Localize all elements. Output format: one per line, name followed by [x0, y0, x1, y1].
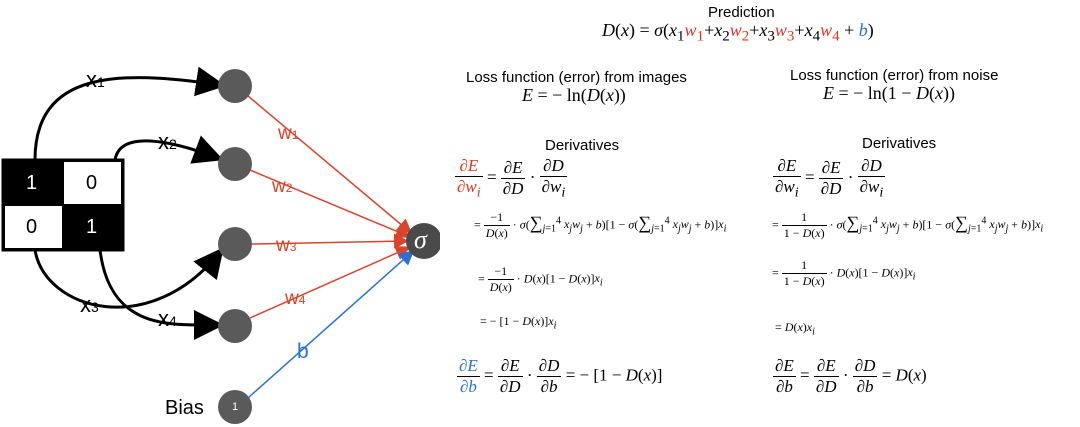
edge-bias [247, 250, 415, 399]
input-node-1 [218, 69, 252, 103]
dEdb-noise: ∂E∂b = ∂E∂D · ∂D∂b = D(x) [773, 356, 927, 396]
input-node-4 [218, 309, 252, 343]
image-cell-3: 0 [26, 216, 38, 238]
derivatives-title-left: Derivatives [545, 137, 620, 154]
input-label-x2: x2 [158, 129, 177, 154]
loss-noise-equation: E = − ln(1 − D(x)) [823, 83, 955, 103]
edge-x3 [33, 247, 224, 309]
edge-w4 [249, 246, 411, 319]
weight-label-w4: w4 [285, 288, 306, 309]
edge-x2 [113, 135, 224, 164]
dEdw-images-step3: = − [1 − D(x)]xi [480, 314, 557, 332]
edge-w1 [247, 95, 413, 234]
derivatives-title-right: Derivatives [862, 135, 937, 152]
weight-label-w2: w2 [272, 176, 293, 197]
loss-noise-title: Loss function (error) from noise [790, 67, 999, 84]
dEdw-noise-step3: = D(x)xi [775, 320, 815, 338]
input-label-x3: x3 [80, 292, 99, 317]
image-cell-1: 1 [26, 172, 38, 194]
input-node-3 [218, 227, 252, 261]
input-image [1, 158, 125, 252]
dEdw-noise: ∂E∂wi = ∂E∂D · ∂D∂wi [773, 156, 886, 201]
loss-images-title: Loss function (error) from images [466, 69, 687, 86]
prediction-equation: D(x) = σ(x1w1+x2w2+x3w3+x4w4 + b) [602, 20, 874, 45]
input-label-x4: x4 [158, 306, 177, 331]
image-cell-2: 0 [86, 172, 98, 194]
input-label-x1: x1x1 [86, 67, 105, 92]
weight-label-w3: w3 [276, 235, 297, 256]
sigma-node [406, 223, 440, 259]
loss-images-equation: E = − ln(D(x)) [522, 85, 626, 105]
edge-w2 [249, 169, 411, 239]
edge-w3 [251, 233, 409, 249]
bias-node [218, 390, 252, 424]
weight-label-w1: w1 [278, 123, 299, 144]
bias-edge-label: b [297, 340, 309, 363]
sigma-symbol: σ [414, 225, 427, 254]
bias-node-value: 1 [232, 401, 239, 413]
prediction-title: Prediction [708, 4, 775, 21]
network-svg [1, 66, 440, 424]
bias-label: Bias [165, 397, 204, 419]
input-node-2 [218, 147, 252, 181]
edge-x1 [33, 66, 226, 161]
dEdw-images: ∂E∂wi = ∂E∂D · ∂D∂wi [455, 156, 568, 201]
dEdb-images: ∂E∂b = ∂E∂D · ∂D∂b = − [1 − D(x)] [457, 356, 663, 396]
edge-x4 [98, 249, 224, 341]
image-cell-4: 1 [86, 216, 98, 238]
